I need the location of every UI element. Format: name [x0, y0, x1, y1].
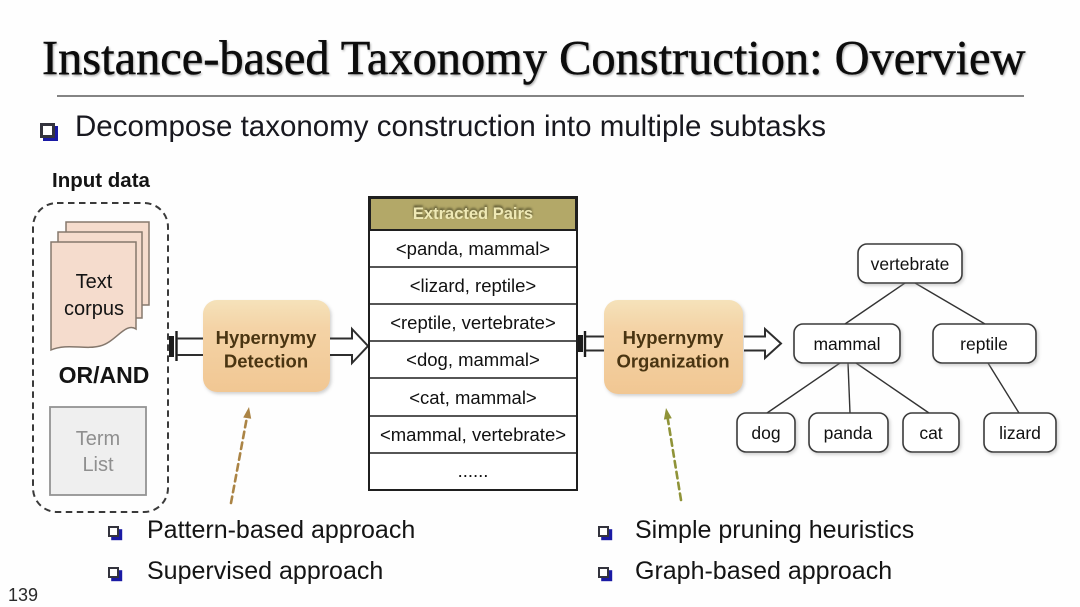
svg-text:lizard: lizard: [999, 423, 1041, 443]
svg-text:Term: Term: [76, 428, 120, 450]
svg-text:panda: panda: [824, 423, 873, 443]
svg-text:List: List: [82, 454, 114, 476]
svg-text:<lizard, reptile>: <lizard, reptile>: [410, 275, 536, 296]
svg-text:Hypernymy: Hypernymy: [216, 327, 317, 348]
svg-text:Text: Text: [76, 271, 113, 293]
svg-text:OR/AND: OR/AND: [59, 362, 150, 388]
svg-text:dog: dog: [751, 423, 780, 443]
svg-text:Organization: Organization: [616, 351, 729, 372]
svg-text:Detection: Detection: [224, 351, 308, 372]
svg-text:<dog, mammal>: <dog, mammal>: [406, 349, 540, 370]
svg-text:reptile: reptile: [960, 334, 1008, 354]
svg-text:<mammal, vertebrate>: <mammal, vertebrate>: [380, 424, 566, 445]
svg-text:cat: cat: [919, 423, 942, 443]
svg-text:<panda, mammal>: <panda, mammal>: [396, 238, 550, 259]
svg-text:Hypernymy: Hypernymy: [623, 327, 724, 348]
svg-text:vertebrate: vertebrate: [871, 254, 950, 274]
svg-text:Extracted Pairs: Extracted Pairs: [413, 205, 533, 223]
svg-text:......: ......: [458, 460, 489, 481]
svg-text:<reptile, vertebrate>: <reptile, vertebrate>: [390, 312, 556, 333]
svg-text:mammal: mammal: [813, 334, 880, 354]
svg-text:corpus: corpus: [64, 298, 124, 320]
svg-text:<cat, mammal>: <cat, mammal>: [409, 387, 537, 408]
